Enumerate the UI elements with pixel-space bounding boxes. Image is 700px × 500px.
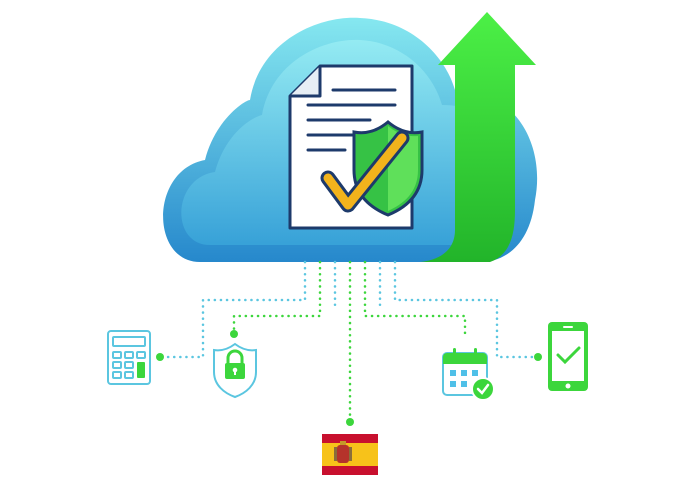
connector-dots (156, 330, 542, 426)
shield-check-icon (320, 120, 424, 217)
lock-shield-icon (213, 342, 257, 399)
spain-flag-icon (322, 434, 378, 475)
calculator-icon (107, 330, 151, 385)
up-arrow-icon (420, 12, 536, 262)
calendar-check-icon (442, 348, 495, 401)
connector-lines (163, 260, 535, 420)
phone-check-icon (548, 322, 588, 391)
